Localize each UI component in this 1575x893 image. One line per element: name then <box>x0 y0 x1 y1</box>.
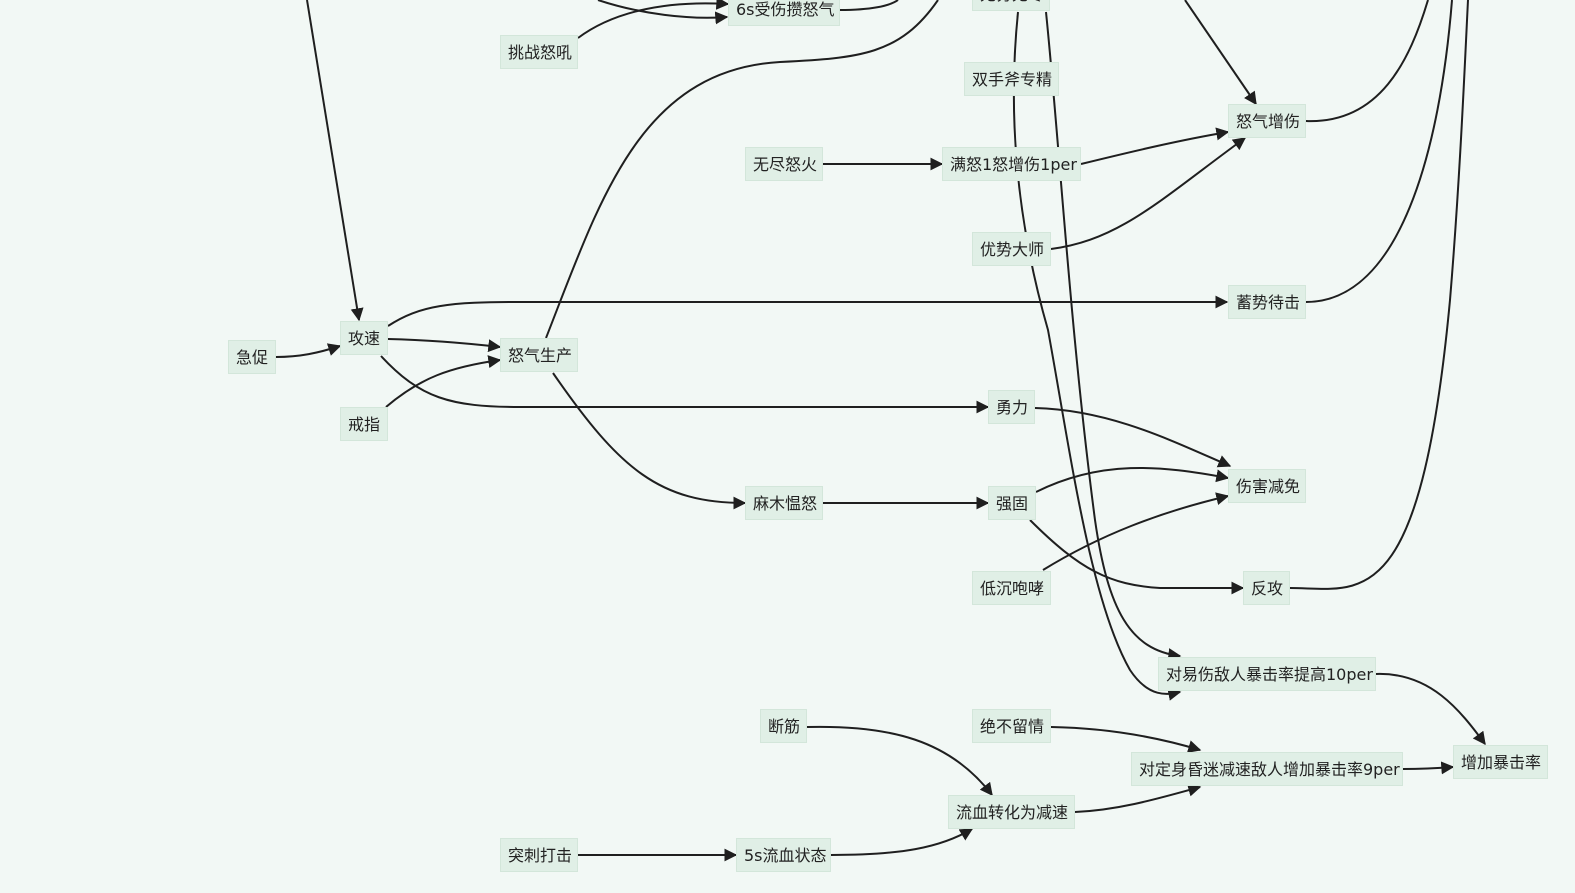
node-shanghai-jianmian: 伤害减免 <box>1228 469 1306 503</box>
edge-6s-out <box>839 0 899 11</box>
edge-top-long-1 <box>1045 11 1182 662</box>
edge-dingshen-to-zengjia <box>1402 761 1455 775</box>
edge-qianggu-to-fangong <box>1029 519 1245 595</box>
edge-a-to-6s <box>597 0 729 25</box>
edge-top-to-gongsu <box>306 0 364 322</box>
edge-nuqi-zengshang-out <box>1305 0 1429 123</box>
edge-dichen-to-shanghai <box>1042 492 1230 571</box>
edge-gongsu-to-nuqi-shengchan <box>387 338 502 353</box>
node-xushi-daiji: 蓄势待击 <box>1228 285 1306 319</box>
edge-tiaozhan-to-6s <box>577 0 730 39</box>
edge-yishang-to-zengjia <box>1375 672 1486 746</box>
node-mannu: 满怒1怒增伤1per <box>942 147 1081 181</box>
edge-yongli-to-shanghai <box>1034 407 1232 468</box>
node-dichen-paoxiao: 低沉咆哮 <box>972 571 1051 605</box>
node-nuqi-zengshang: 怒气增伤 <box>1228 104 1306 138</box>
edge-juebu-to-dingshen <box>1050 726 1202 753</box>
edge-youshi-to-nuqi-zengshang <box>1050 137 1247 250</box>
node-gongsu: 攻速 <box>340 321 388 355</box>
edge-liuxue-to-dingshen <box>1074 783 1202 813</box>
node-wujin-nuhuo: 无尽怒火 <box>745 147 823 181</box>
node-liuxue-zhuanhua: 流血转化为减速 <box>948 795 1075 829</box>
edge-duanjin-to-liuxue <box>806 725 993 797</box>
node-top-partial: 无穷无尽 <box>972 0 1050 11</box>
node-5s-liuxue: 5s流血状态 <box>736 838 831 872</box>
node-jicu: 急促 <box>228 340 276 374</box>
edge-nuqi-shengchan-to-mamu <box>552 372 747 510</box>
node-duanjin: 断筋 <box>760 709 807 743</box>
edge-5s-to-liuxue <box>830 828 974 856</box>
edge-jiezhi-to-nuqi-shengchan <box>385 355 502 408</box>
node-zengjia-baoji: 增加暴击率 <box>1453 745 1548 779</box>
edge-mannu-to-nuqi-zengshang <box>1080 127 1230 165</box>
node-mamu-yunnu: 麻木愠怒 <box>745 486 823 520</box>
edge-nuqi-shengchan-to-top <box>545 0 939 339</box>
node-youshi-dashi: 优势大师 <box>972 232 1051 266</box>
node-fangong: 反攻 <box>1243 571 1290 605</box>
node-juebu-liuqing: 绝不留情 <box>972 709 1051 743</box>
edge-fangong-out <box>1289 0 1469 590</box>
node-yishang-baoji: 对易伤敌人暴击率提高10per <box>1158 657 1376 691</box>
edge-jicu-to-gongsu <box>275 343 342 358</box>
node-nuqi-shengchan: 怒气生产 <box>500 338 578 372</box>
node-dingshen-baoji: 对定身昏迷减速敌人增加暴击率9per <box>1131 752 1403 786</box>
node-yongli: 勇力 <box>988 390 1035 424</box>
edge-qianggu-to-shanghai <box>1035 466 1230 493</box>
node-jiezhi: 戒指 <box>340 407 388 441</box>
node-qianggu: 强固 <box>988 486 1036 520</box>
edge-gongsu-to-yongli <box>380 355 990 414</box>
node-tiaozhan-nuhou: 挑战怒吼 <box>500 35 578 69</box>
node-shuangshoufu: 双手斧专精 <box>964 62 1059 96</box>
edge-xushi-out <box>1305 0 1453 303</box>
edge-top-to-nuqi-zengshang <box>1184 0 1257 106</box>
node-6s-nuqi: 6s受伤攒怒气 <box>728 0 840 26</box>
edge-gongsu-to-xushi <box>387 295 1229 327</box>
node-tuci-daji: 突刺打击 <box>500 838 578 872</box>
